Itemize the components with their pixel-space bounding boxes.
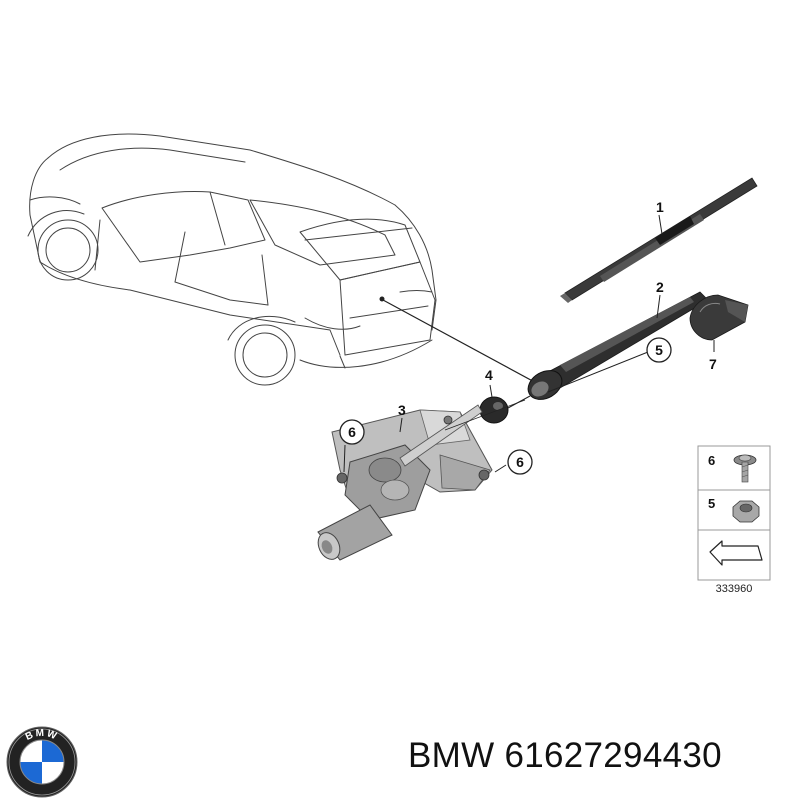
bolt-icon: [733, 454, 757, 483]
svg-text:6: 6: [516, 454, 524, 470]
figure-number: 333960: [716, 583, 753, 595]
hardware-legend-box: 6 5 333960: [697, 445, 771, 595]
legend-label-bolt: 6: [708, 453, 715, 468]
part-number: 61627294430: [504, 736, 722, 775]
diagram-arrow-icon: [709, 540, 763, 566]
part-label: BMW 61627294430: [408, 736, 722, 776]
legend-label-nut: 5: [708, 496, 715, 511]
bmw-logo: BMW: [6, 726, 78, 798]
brand-name: BMW: [408, 736, 495, 775]
callout-4: 4: [485, 367, 493, 383]
svg-text:5: 5: [655, 342, 663, 358]
vehicle-outline-illustration: [27, 133, 437, 386]
hex-nut-icon: [732, 500, 760, 523]
leader-line-car-to-arm: [382, 299, 541, 386]
wiper-arm-illustration: [527, 291, 709, 400]
wiper-motor-illustration: [317, 399, 526, 561]
callout-7: 7: [709, 356, 717, 372]
callout-3: 3: [398, 402, 406, 418]
callout-6-left-circle: 6: [339, 419, 365, 445]
callout-1: 1: [656, 199, 664, 215]
wiper-blade-illustration: [560, 177, 758, 303]
logo-letter-w: W: [45, 728, 60, 742]
leader-line-arm-to-nut: [547, 351, 649, 393]
logo-letter-m: M: [35, 728, 46, 739]
callout-6-right-circle: 6: [507, 449, 533, 475]
seal-grommet-illustration: [479, 384, 531, 424]
wiper-cap-illustration: [689, 294, 749, 352]
logo-letter-b: B: [24, 729, 37, 743]
callout-5-circle: 5: [646, 337, 672, 363]
svg-text:6: 6: [348, 424, 356, 440]
svg-text:BMW: BMW: [24, 728, 60, 743]
callout-2: 2: [656, 279, 664, 295]
